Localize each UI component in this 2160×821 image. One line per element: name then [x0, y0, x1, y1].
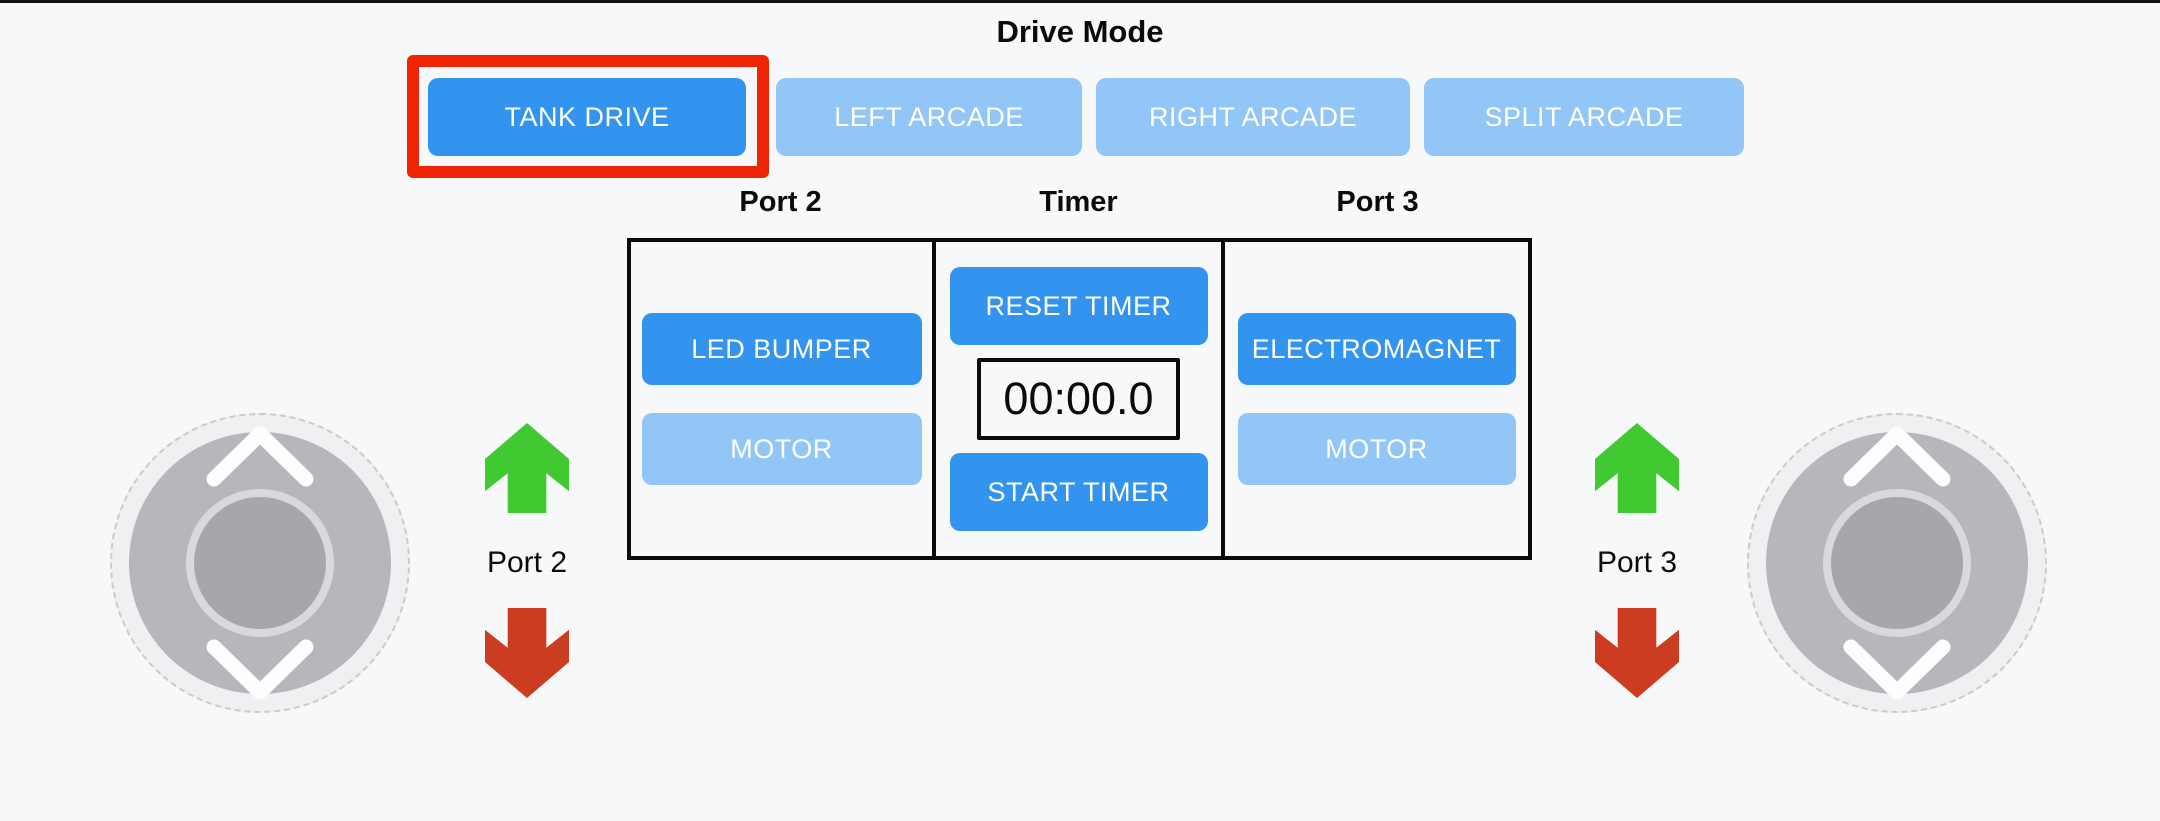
right-arcade-button[interactable]: RIGHT ARCADE [1096, 78, 1410, 156]
timer-display: 00:00.0 [977, 358, 1180, 440]
reset-timer-button[interactable]: RESET TIMER [949, 267, 1208, 345]
drive-mode-title: Drive Mode [996, 14, 1164, 49]
port3-column: ELECTROMAGNET MOTOR [1225, 242, 1528, 556]
start-timer-button[interactable]: START TIMER [949, 453, 1208, 531]
port3-column-header: Port 3 [1336, 186, 1419, 218]
port2-down-arrow-icon [485, 608, 569, 698]
port3-up-arrow-icon [1595, 423, 1679, 513]
port2-side-label: Port 2 [486, 546, 568, 579]
split-arcade-button[interactable]: SPLIT ARCADE [1424, 78, 1744, 156]
port3-side-label: Port 3 [1596, 546, 1678, 579]
timer-column-header: Timer [1039, 186, 1118, 218]
left-arcade-button[interactable]: LEFT ARCADE [776, 78, 1082, 156]
led-bumper-button[interactable]: LED BUMPER [641, 313, 922, 385]
left-joystick[interactable] [110, 413, 410, 713]
right-joystick[interactable] [1747, 413, 2047, 713]
right-joystick-knob[interactable] [1823, 489, 1971, 637]
timer-column: RESET TIMER 00:00.0 START TIMER [932, 242, 1225, 556]
top-border-strip [0, 0, 2160, 3]
tank-drive-button[interactable]: TANK DRIVE [428, 78, 746, 156]
device-control-table: LED BUMPER MOTOR RESET TIMER 00:00.0 STA… [627, 238, 1532, 560]
electromagnet-button[interactable]: ELECTROMAGNET [1237, 313, 1516, 385]
port2-motor-button[interactable]: MOTOR [641, 413, 922, 485]
port3-motor-button[interactable]: MOTOR [1237, 413, 1516, 485]
port2-column: LED BUMPER MOTOR [631, 242, 932, 556]
left-joystick-knob[interactable] [186, 489, 334, 637]
port3-down-arrow-icon [1595, 608, 1679, 698]
port2-up-arrow-icon [485, 423, 569, 513]
port2-column-header: Port 2 [739, 186, 822, 218]
